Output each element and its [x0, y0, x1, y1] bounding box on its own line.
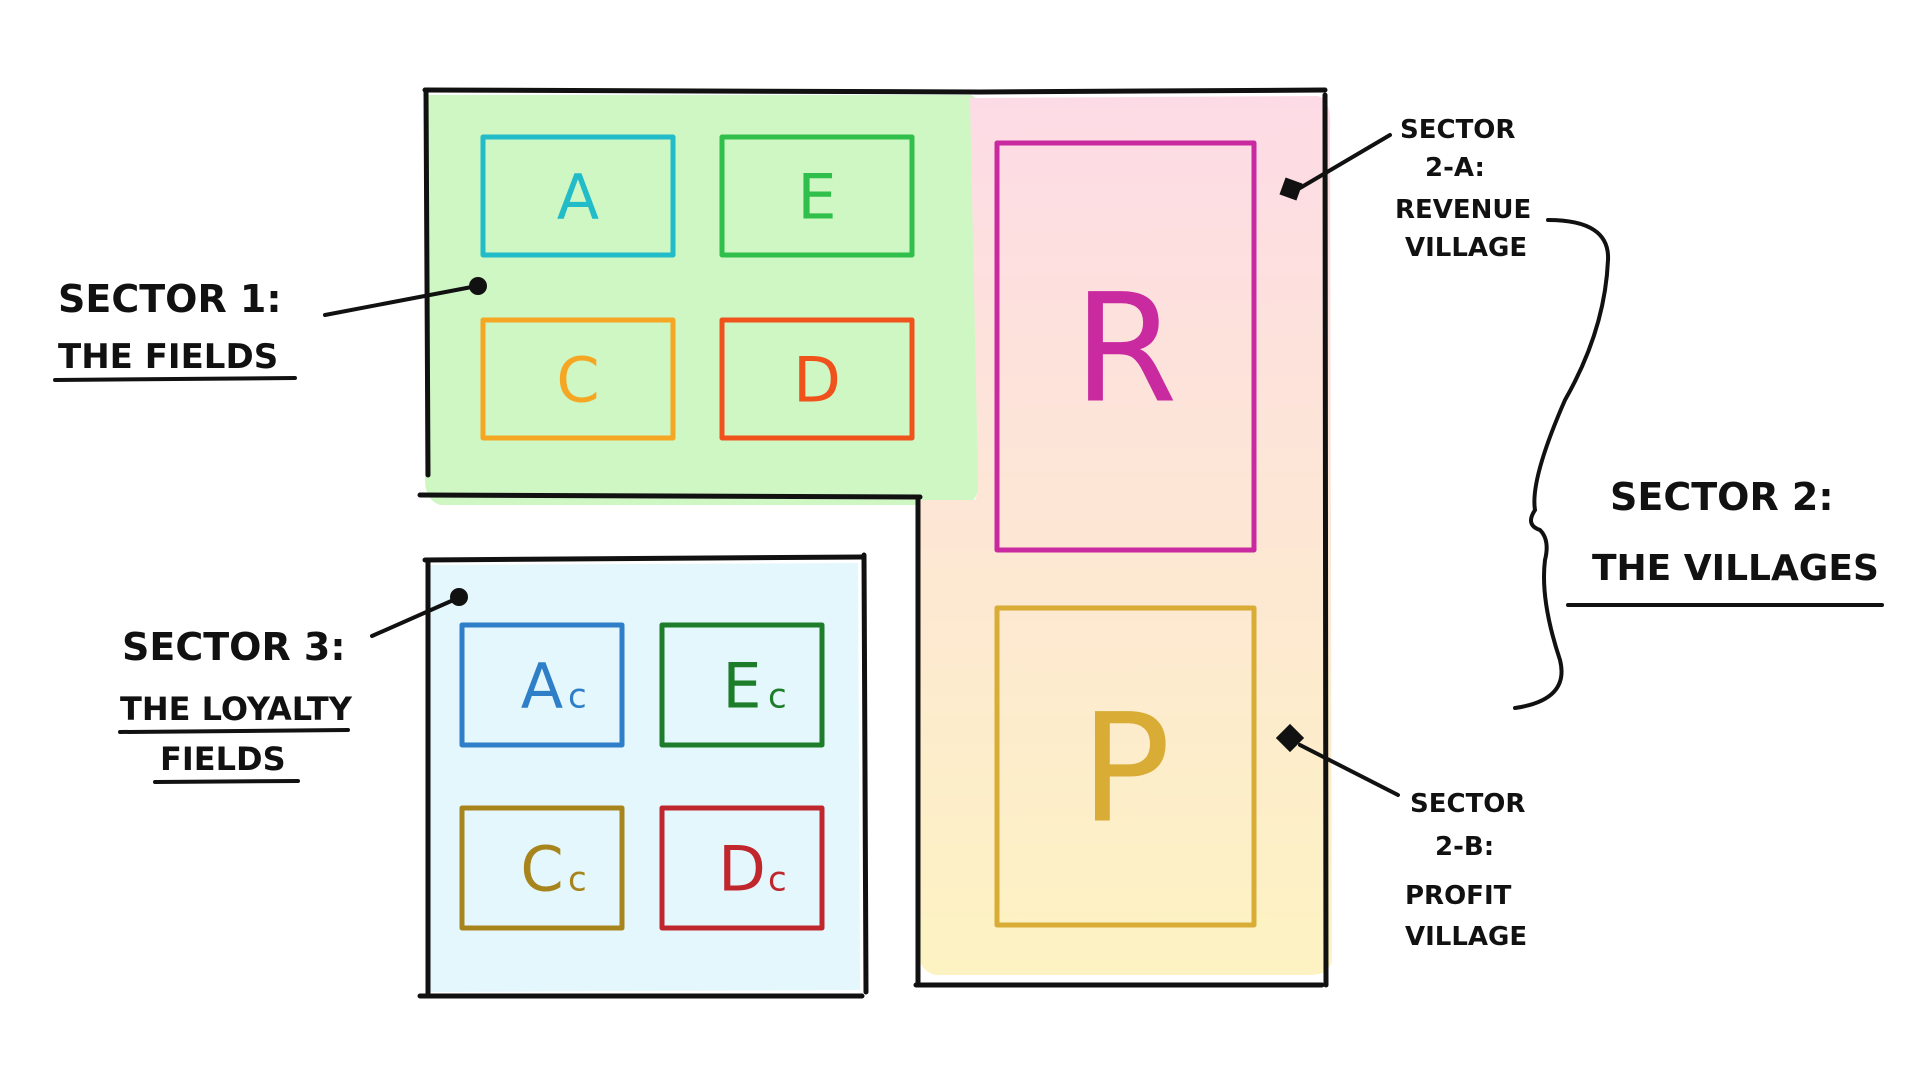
sector-2-box-letter: P [1080, 683, 1170, 857]
sector-2b-leader [1298, 743, 1400, 797]
sector-2b-line4: VILLAGE [1405, 922, 1527, 952]
sector-1-region [417, 87, 983, 505]
sector-3-box-letter: D [718, 832, 766, 905]
sector-2-region [913, 87, 1332, 988]
sector-2-subtitle: THE VILLAGES [1592, 548, 1879, 589]
sector-1-label: SECTOR 1: THE FIELDS [53, 277, 487, 382]
sector-2a-line1: SECTOR [1400, 115, 1515, 145]
sector-2a-line4: VILLAGE [1405, 233, 1527, 263]
sector-3-region [417, 552, 869, 999]
sector-1-box-letter: C [556, 343, 599, 416]
sector-3-leader [370, 596, 460, 638]
sector-3-box-outline [459, 622, 625, 748]
sector-1-box-outline [480, 317, 676, 441]
sector-3-box-subscript: c [768, 676, 787, 716]
sector-2b-line3: PROFIT [1405, 881, 1512, 911]
sector-2b-line2: 2-B: [1435, 832, 1494, 862]
sector-3-box-letter: E [722, 649, 761, 722]
sector-1-box-letter: D [793, 343, 841, 416]
sector-3-box-outline [659, 805, 825, 931]
sector-1-title: SECTOR 1: [58, 277, 282, 321]
sector-2-brace [1513, 218, 1611, 710]
sector-1-underline [53, 376, 297, 382]
sector-2a-line3: REVENUE [1395, 195, 1531, 225]
sector-1-box-outline [480, 134, 676, 258]
sector-3-box-subscript: c [768, 859, 787, 899]
sector-2-label: SECTOR 2: THE VILLAGES [1513, 218, 1884, 710]
sector-3-subtitle-line1: THE LOYALTY [120, 690, 353, 728]
sector-2b-pin [1275, 723, 1305, 753]
sector-3-box-subscript: c [568, 676, 587, 716]
sector-3-subtitle-line2: FIELDS [160, 740, 286, 778]
sector-2-boxes: RP [994, 140, 1257, 928]
sector-1-boxes: A E C D [480, 134, 915, 441]
sector-2-box-outline [994, 605, 1257, 928]
sector-1-box-a: A [480, 134, 676, 258]
sector-1-box-e: E [719, 134, 915, 258]
sector-3-box-letter: C [520, 832, 563, 905]
sector-3-box-subscript: c [568, 859, 587, 899]
sector-3-pin [450, 588, 468, 606]
sector-1-box-letter: A [557, 160, 599, 233]
sector-1-box-outline [719, 317, 915, 441]
sector-1-box-letter: E [797, 160, 836, 233]
sector-1-pin [469, 277, 487, 295]
sector-3-box-outline [659, 622, 825, 748]
sector-1-box-d: D [719, 317, 915, 441]
sector-3-underline-2 [153, 779, 300, 784]
sector-2-box-r: R [994, 140, 1257, 553]
sector-3-box-outline [459, 805, 625, 931]
sector-2-box-p: P [994, 605, 1257, 928]
sector-1-leader [323, 284, 479, 317]
sector-1-box-c: C [480, 317, 676, 441]
sector-2a-line2: 2-A: [1425, 153, 1485, 183]
sector-1-box-outline [719, 134, 915, 258]
sector-3-label: SECTOR 3: THE LOYALTY FIELDS [118, 588, 468, 784]
sector-2a-label: SECTOR 2-A: REVENUE VILLAGE [1279, 115, 1531, 263]
sector-2b-label: SECTOR 2-B: PROFIT VILLAGE [1275, 723, 1527, 952]
sector-3-title: SECTOR 3: [122, 625, 346, 669]
sector-2b-line1: SECTOR [1410, 789, 1525, 819]
sector-2a-pin [1279, 177, 1303, 201]
sector-2-title: SECTOR 2: [1610, 475, 1834, 519]
sector-3-box-letter: A [521, 649, 563, 722]
sector-3-underline-1 [118, 728, 350, 734]
sector-2a-leader [1298, 133, 1392, 190]
sector-1-subtitle: THE FIELDS [58, 337, 278, 377]
sector-2-box-outline [994, 140, 1257, 553]
sector-2-box-letter: R [1073, 263, 1177, 437]
